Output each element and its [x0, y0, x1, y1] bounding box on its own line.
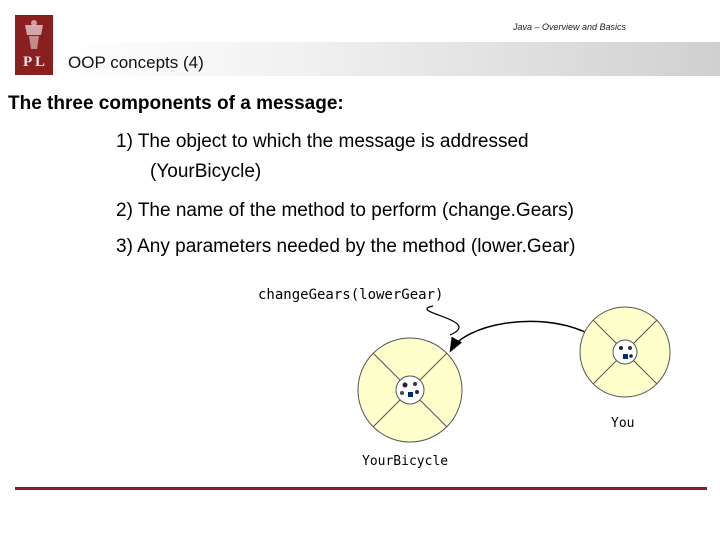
point-2: 2) The name of the method to perform (ch…: [116, 200, 574, 221]
crest-icon: [15, 15, 53, 75]
slide-title: OOP concepts (4): [68, 53, 204, 72]
message-label: changeGears(lowerGear): [258, 287, 443, 303]
message-arrow: [449, 320, 586, 353]
point-1: 1) The object to which the message is ad…: [116, 131, 529, 152]
title-band: [55, 42, 720, 76]
sender-label: You: [611, 416, 634, 431]
you-object: [579, 306, 671, 398]
institution-logo: P L: [15, 15, 53, 75]
message-callout-line: [426, 305, 460, 336]
footer-divider: [15, 487, 707, 490]
point-1-continued: (YourBicycle): [150, 161, 262, 182]
message-diagram: changeGears(lowerGear) YourBicycle You: [258, 287, 671, 469]
header-subtitle: Java – Overview and Basics: [512, 22, 626, 32]
object-label: YourBicycle: [362, 454, 448, 469]
point-3: 3) Any parameters needed by the method (…: [116, 236, 576, 257]
logo-caption: P L: [22, 54, 46, 70]
section-heading: The three components of a message:: [8, 93, 344, 114]
your-bicycle-object: [357, 337, 463, 443]
